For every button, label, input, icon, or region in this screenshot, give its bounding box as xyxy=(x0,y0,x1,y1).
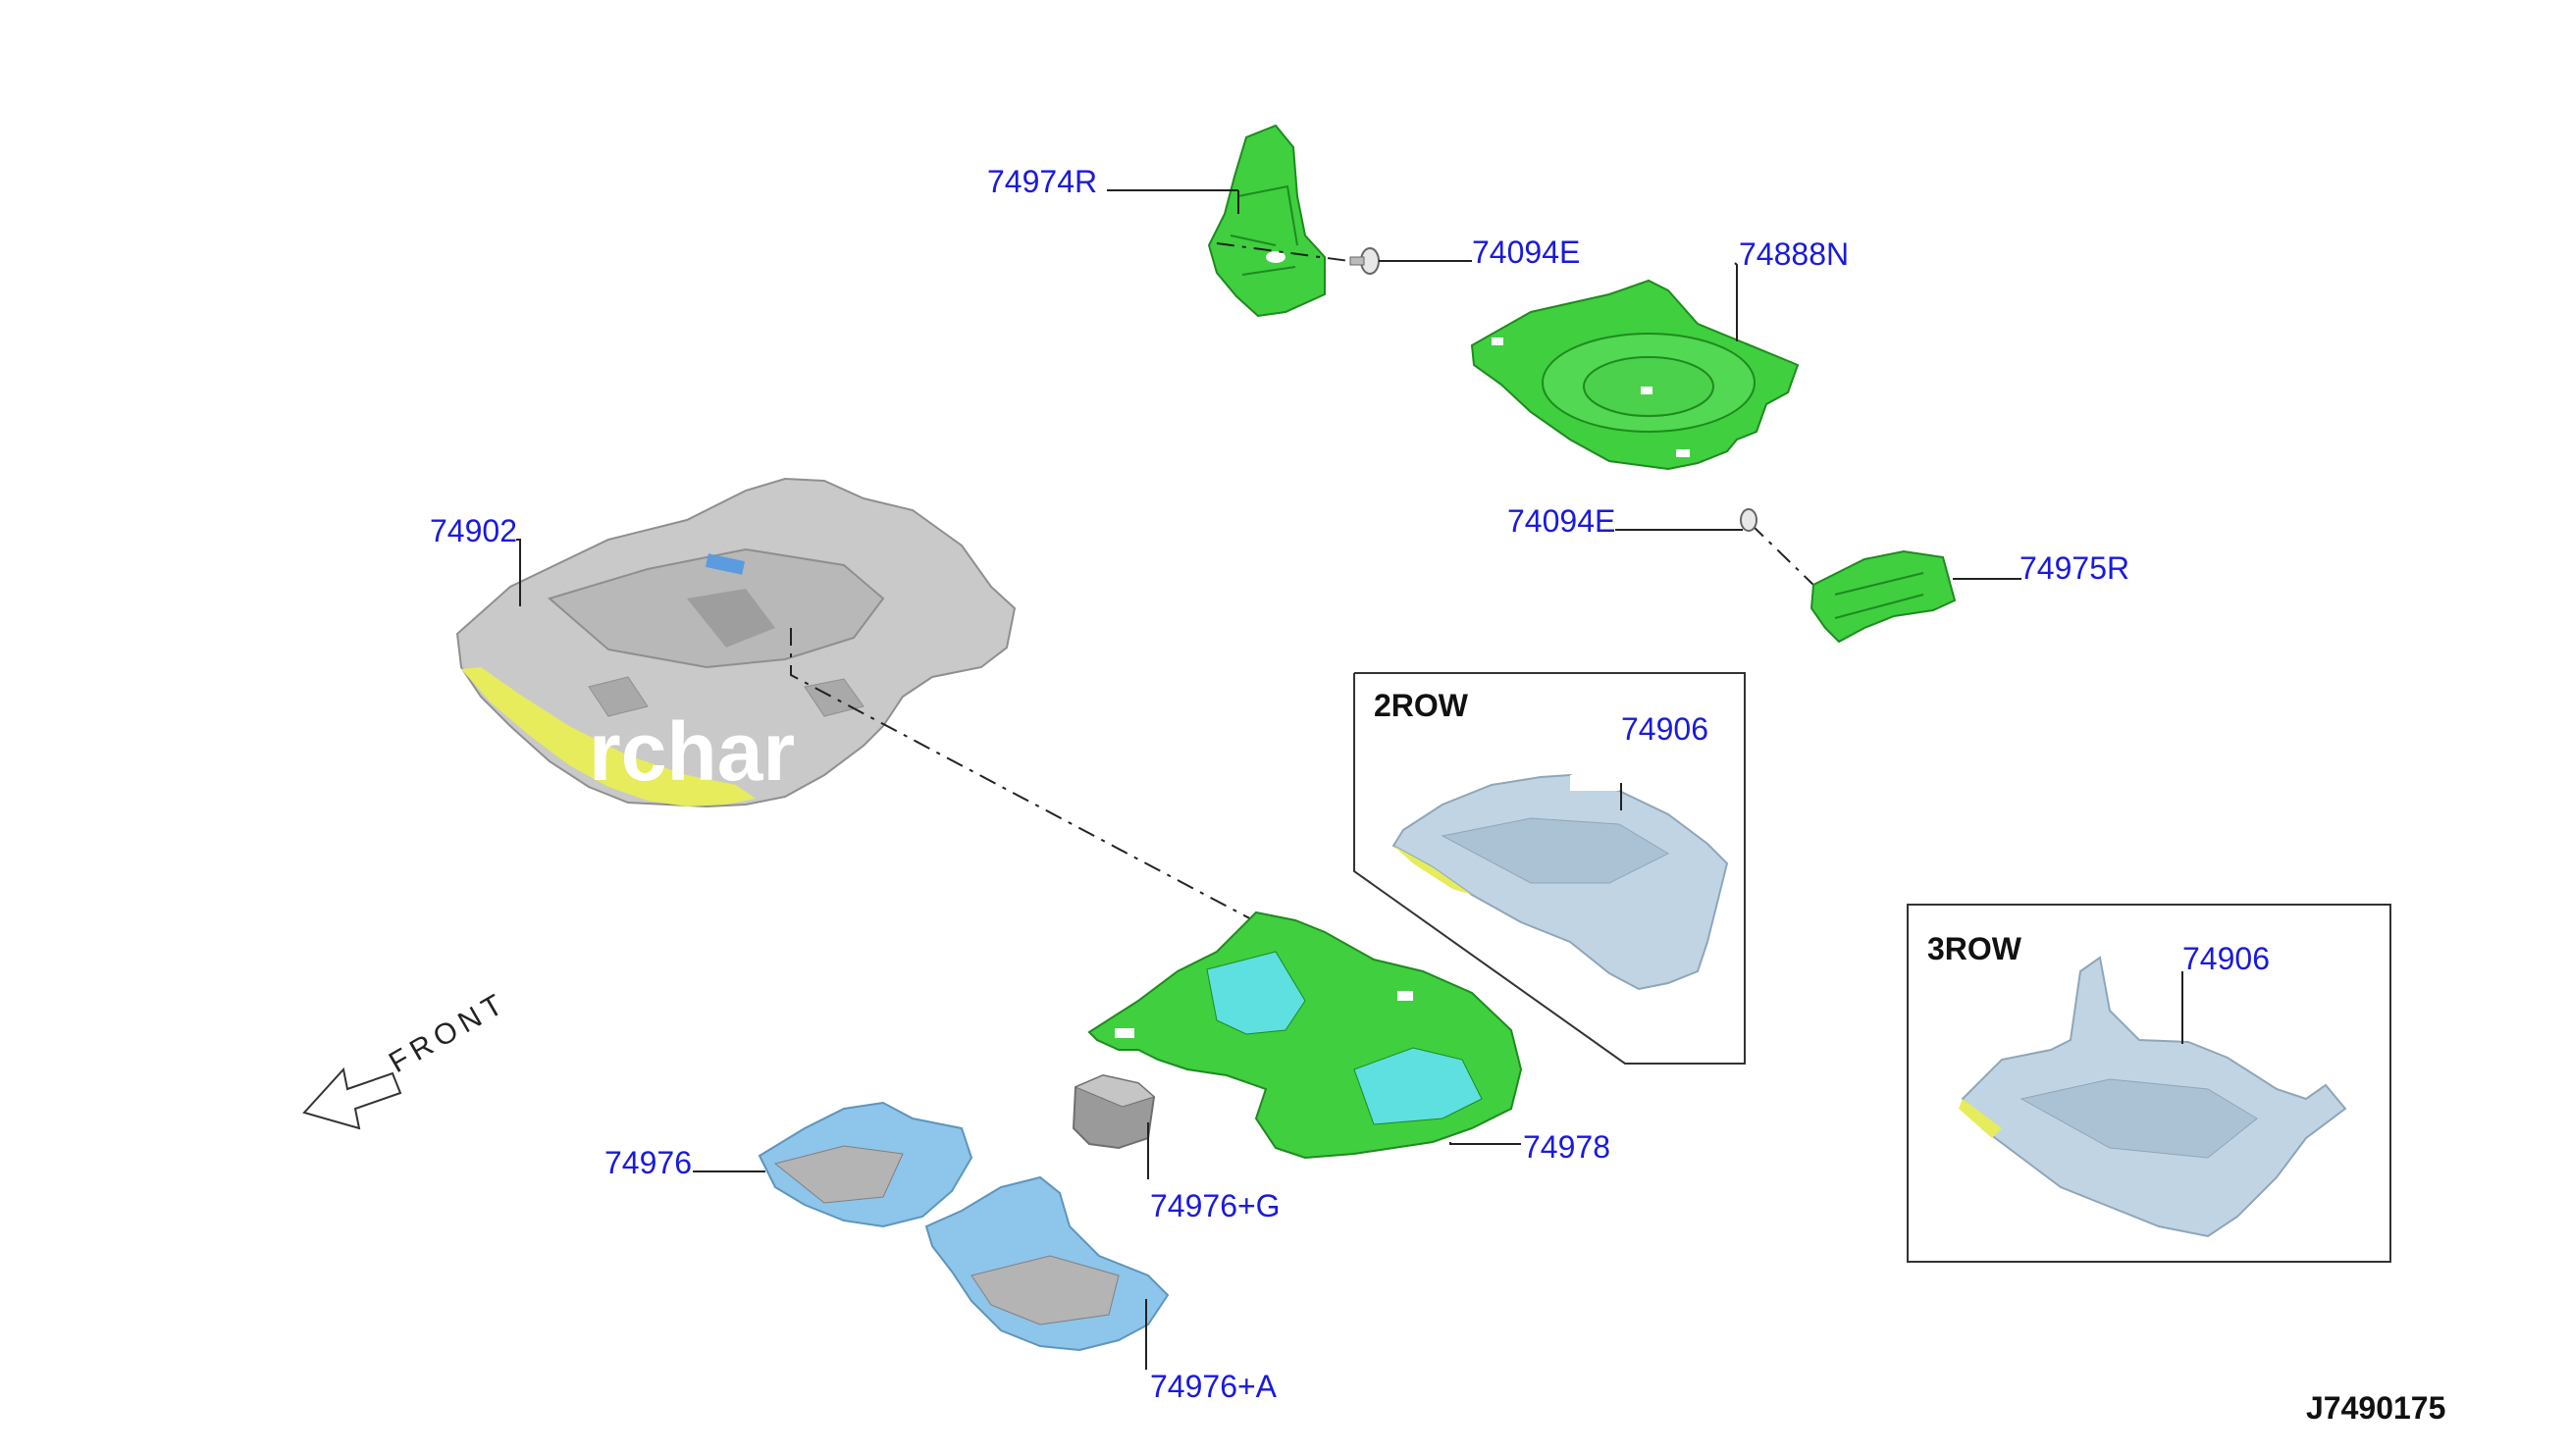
part-74888N xyxy=(1470,279,1800,471)
callout-74906-3row: 74906 xyxy=(2182,941,2270,976)
clip-74094E-mid xyxy=(1740,508,1816,588)
box-3row-title: 3ROW xyxy=(1927,931,2022,966)
watermark: rchar xyxy=(589,705,795,798)
callout-74976: 74976 xyxy=(604,1145,692,1180)
box-2row-title: 2ROW xyxy=(1374,688,1469,723)
callout-74976A: 74976+A xyxy=(1150,1369,1278,1404)
box-2row xyxy=(1353,672,1746,1065)
part-74976A xyxy=(924,1175,1170,1352)
front-label: FRONT xyxy=(384,986,513,1079)
leader-74978 xyxy=(1449,1142,1521,1145)
callout-74094E-mid: 74094E xyxy=(1507,503,1615,539)
callout-74906-2row: 74906 xyxy=(1621,711,1708,747)
callout-74974R: 74974R xyxy=(987,164,1097,199)
part-74976G xyxy=(1072,1073,1156,1150)
part-74976 xyxy=(758,1101,973,1228)
leader-74888N xyxy=(1734,262,1738,341)
figure-id: J7490175 xyxy=(2306,1390,2445,1426)
part-74978 xyxy=(1087,910,1523,1160)
front-arrow-icon xyxy=(302,1066,402,1130)
callout-74978: 74978 xyxy=(1523,1129,1610,1165)
callout-74976G: 74976+G xyxy=(1150,1188,1281,1223)
callout-74975R: 74975R xyxy=(2019,550,2129,586)
callout-74888N: 74888N xyxy=(1739,236,1849,272)
part-74902 xyxy=(455,477,1017,808)
part-74975R xyxy=(1809,549,1957,644)
part-74974R xyxy=(1207,124,1326,318)
callout-74094E-top: 74094E xyxy=(1472,234,1580,270)
callout-74902: 74902 xyxy=(430,513,517,548)
box-3row xyxy=(1907,904,2391,1263)
leader-74902 xyxy=(516,539,521,606)
